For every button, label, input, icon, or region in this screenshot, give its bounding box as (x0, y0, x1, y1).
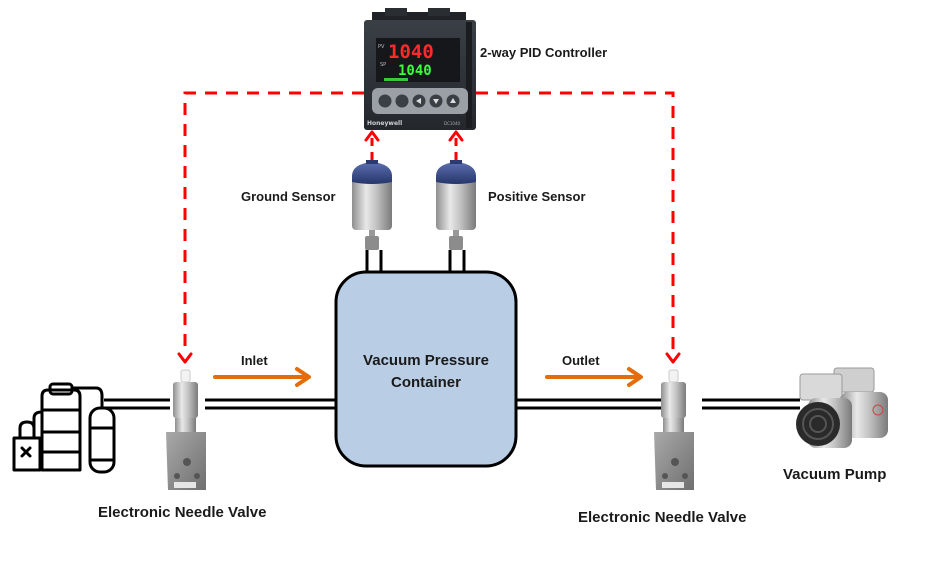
signal-lines (183, 91, 675, 352)
needle-valve-left (166, 369, 206, 490)
container-label-line2: Container (390, 374, 461, 391)
flow-arrows (213, 367, 643, 387)
vacuum-pump (796, 367, 888, 448)
container-label-line1: Vacuum Pressure (363, 352, 489, 369)
ground-sensor (352, 160, 392, 250)
signal-arrowheads (177, 130, 681, 364)
controller-sp-display: 1040 (398, 63, 432, 79)
vacuum-pressure-container (334, 270, 518, 468)
controller-sp-tag: SP (380, 62, 386, 68)
positive-sensor (436, 160, 476, 250)
right-valve-label: Electronic Needle Valve (578, 509, 747, 526)
arrow-down-right-valve-icon (665, 352, 681, 364)
signal-line-right (476, 91, 675, 352)
vacuum-pump-label: Vacuum Pump (783, 466, 887, 483)
pid-controller: PV SP 1040 1040 Honeywell DC1040 (364, 8, 476, 130)
controller-set-button (378, 94, 392, 108)
controller-pv-display: 1040 (388, 41, 434, 63)
controller-pv-tag: PV (378, 44, 385, 50)
container-label: Vacuum Pressure Container (335, 350, 517, 394)
signal-line-left (183, 91, 364, 352)
arrow-up-positive-sensor-icon (448, 130, 464, 142)
pid-controller-label: 2-way PID Controller (480, 45, 608, 60)
ground-sensor-label: Ground Sensor (241, 189, 336, 204)
gas-cylinders-icon (12, 382, 116, 474)
arrow-down-left-valve-icon (177, 352, 193, 364)
needle-valve-right (654, 369, 694, 490)
inlet-label: Inlet (241, 353, 268, 368)
outlet-label: Outlet (562, 353, 600, 368)
pipes (104, 250, 800, 410)
arrow-up-ground-sensor-icon (364, 130, 380, 142)
controller-am-button (395, 94, 409, 108)
controller-model: DC1040 (444, 121, 461, 126)
positive-sensor-label: Positive Sensor (488, 189, 586, 204)
left-valve-label: Electronic Needle Valve (98, 504, 267, 521)
controller-brand: Honeywell (367, 120, 402, 127)
